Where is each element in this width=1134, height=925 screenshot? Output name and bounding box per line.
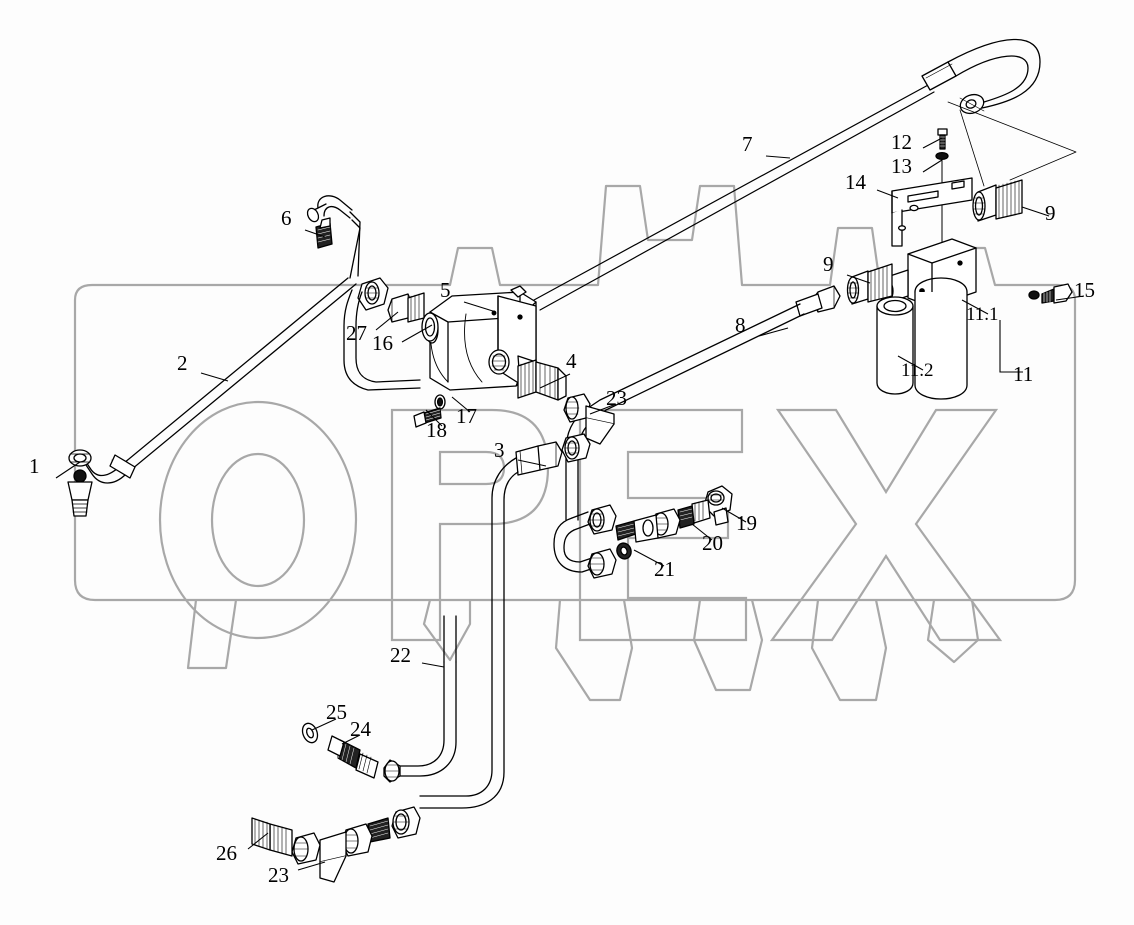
leader-line-24: [341, 734, 361, 745]
leader-line-9: [1021, 206, 1050, 217]
part-12-bolt: [937, 128, 948, 150]
part-14-bracket: [891, 177, 973, 247]
callout-label-25: 25: [326, 700, 347, 724]
leader-line-11.2: [897, 355, 924, 371]
leader-line-11: [999, 320, 1023, 373]
leader-line-8: [758, 327, 789, 337]
part-13-washer: [935, 151, 949, 161]
leader-line-17: [451, 396, 471, 413]
callout-label-19: 19: [736, 511, 757, 535]
callout-label-9: 9: [1045, 201, 1056, 225]
leader-line-5: [463, 301, 497, 313]
bottom-tee-assembly: [251, 806, 421, 883]
callout-label-17: 17: [456, 404, 477, 428]
leader-line-7: [765, 155, 791, 159]
leader-line-21: [633, 549, 665, 567]
callout-label-5: 5: [440, 278, 451, 302]
line-22: [301, 615, 457, 783]
leader-line-15: [1055, 295, 1085, 301]
leader-line-18: [425, 409, 443, 427]
leader-line-3: [517, 459, 547, 467]
fitting-cluster-19-20-21: [553, 485, 733, 579]
part-1-plug: [67, 469, 93, 517]
leader-line-1: [55, 461, 81, 479]
leader-line-9: [846, 274, 871, 284]
part-9-union-right: [972, 179, 1023, 222]
part-17-o-ring: [434, 394, 446, 410]
line-6: [306, 195, 421, 391]
callout-label-11: 11: [1013, 362, 1034, 386]
callout-label-12: 12: [891, 130, 912, 154]
leader-line-11.1: [961, 299, 989, 315]
part-11.2-filter-element: [876, 296, 914, 395]
leader-line-14: [876, 189, 899, 199]
leader-line-26: [247, 832, 269, 850]
leader-line-16: [401, 324, 433, 343]
callout-label-16: 16: [372, 331, 393, 355]
leader-line-25: [311, 718, 337, 731]
callout-label-11-1: 11.1: [966, 304, 999, 325]
callout-label-15: 15: [1074, 278, 1095, 302]
callout-label-23: 23: [606, 386, 627, 410]
callout-label-3: 3: [494, 438, 505, 462]
leader-line-12: [922, 137, 943, 149]
callout-label-11-2: 11.2: [901, 360, 934, 381]
callout-label-6: 6: [281, 206, 292, 230]
callout-label-14: 14: [845, 170, 866, 194]
callout-label-13: 13: [891, 154, 912, 178]
callout-label-27: 27: [346, 321, 367, 345]
callout-label-18: 18: [426, 418, 447, 442]
leader-line-19: [721, 507, 747, 523]
part-16-sealing-washer: [421, 312, 439, 342]
callout-label-8: 8: [735, 313, 746, 337]
callout-label-26: 26: [216, 841, 237, 865]
part-4-adapter: [517, 359, 567, 401]
line-2: [68, 277, 357, 484]
part-18-set-screw: [413, 407, 442, 428]
callout-label-23: 23: [268, 863, 289, 887]
leader-line-20: [691, 523, 713, 541]
leader-line-23: [297, 861, 326, 871]
callout-label-22: 22: [390, 643, 411, 667]
callout-label-24: 24: [350, 717, 371, 741]
leader-line-27: [375, 311, 399, 331]
callout-label-9: 9: [823, 252, 834, 276]
leader-line-23: [589, 403, 617, 415]
part-23-tee-upper: [561, 393, 615, 463]
callout-label-20: 20: [702, 531, 723, 555]
leader-line-13: [922, 159, 943, 173]
callout-label-7: 7: [742, 132, 753, 156]
callout-label-4: 4: [566, 349, 577, 373]
callout-label-21: 21: [654, 557, 675, 581]
leader-line-22: [421, 662, 445, 668]
callout-label-2: 2: [177, 351, 188, 375]
part-9-union-left: [846, 263, 893, 305]
callout-label-1: 1: [29, 454, 40, 478]
part-3-hose-fitting: [419, 441, 563, 809]
leader-line-4: [539, 373, 571, 389]
leader-line-6: [304, 229, 326, 238]
leader-line-2: [200, 372, 229, 382]
